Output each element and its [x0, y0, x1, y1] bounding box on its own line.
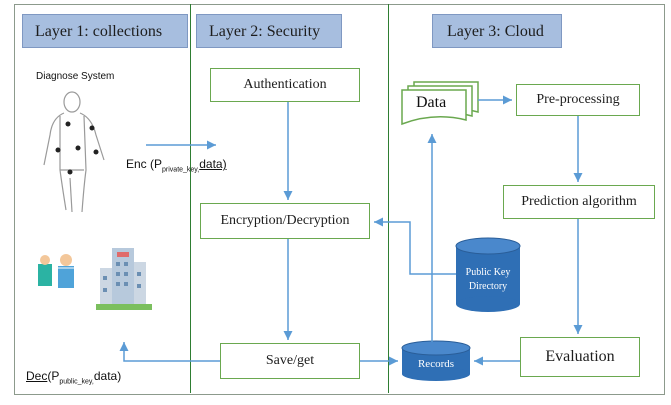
- diagram-frame: [14, 4, 665, 395]
- layer3-header: Layer 3: Cloud: [432, 14, 562, 48]
- enc-subscript: private_key,: [162, 166, 200, 174]
- encrypt-label: Enc (Pprivate_key,data): [126, 157, 227, 173]
- evaluation-box: Evaluation: [520, 337, 640, 377]
- enc-prefix: Enc (P: [126, 157, 163, 171]
- layer-divider-1: [190, 4, 191, 393]
- arrow-saveget-to-dec: [119, 342, 220, 362]
- records-label: Records: [417, 358, 455, 370]
- layer1-header: Layer 1: collections: [22, 14, 188, 48]
- dec-subscript: public_key,: [59, 378, 94, 386]
- diagnose-system-label: Diagnose System: [36, 71, 115, 82]
- layer-divider-2: [388, 4, 389, 393]
- sensor-dots: [55, 121, 99, 175]
- human-body-icon: [43, 91, 105, 213]
- enc-suffix: data): [199, 157, 227, 171]
- hospital-building-icon: [96, 248, 152, 310]
- layer2-header: Layer 2: Security: [196, 14, 342, 48]
- public-key-directory-label: Public Key Directory: [465, 267, 511, 292]
- arrow-pkd-to-encdec: [374, 217, 456, 275]
- records-cylinder: [401, 340, 471, 381]
- dec-mid: (P: [47, 369, 60, 383]
- encryption-decryption-box: Encryption/Decryption: [200, 203, 370, 239]
- preprocessing-box: Pre-processing: [516, 84, 640, 116]
- dec-prefix: Dec: [26, 369, 48, 383]
- save-get-box: Save/get: [220, 343, 360, 379]
- data-label: Data: [416, 94, 447, 111]
- prediction-algorithm-box: Prediction algorithm: [503, 185, 655, 219]
- doctor-icon: [38, 254, 74, 288]
- dec-suffix: data): [93, 369, 122, 383]
- public-key-directory-cylinder: [455, 237, 521, 312]
- decrypt-label: Dec(Ppublic_key,data): [26, 369, 121, 385]
- authentication-box: Authentication: [210, 68, 360, 102]
